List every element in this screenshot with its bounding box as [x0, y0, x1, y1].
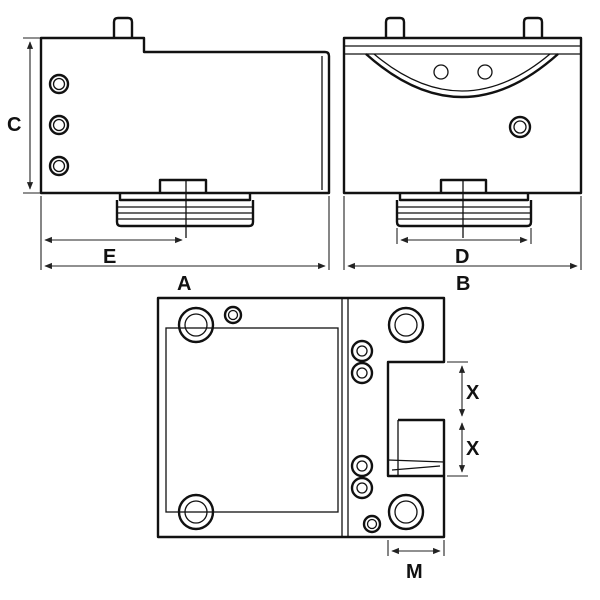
top-pin	[112, 16, 134, 38]
corner-hole-icon	[387, 493, 425, 531]
corner-hole-inner-icon	[184, 313, 208, 337]
corner-hole-icon	[387, 306, 425, 344]
small-hole-icon	[362, 514, 382, 534]
dimension-b: B	[343, 196, 582, 295]
side-shank-top	[398, 193, 530, 202]
corner-hole-icon	[177, 306, 215, 344]
corner-hole-inner-icon	[394, 500, 418, 524]
corner-hole-inner-icon	[394, 313, 418, 337]
dimension-label-d: D	[455, 246, 469, 268]
screw-inner-icon	[356, 367, 368, 379]
arc-recess-inner	[373, 53, 551, 92]
side-view	[342, 16, 583, 238]
small-hole-inner-icon	[227, 309, 239, 321]
hole-icon	[433, 64, 449, 80]
dimension-e: E	[40, 196, 183, 270]
dimension-x: X X	[447, 361, 480, 477]
notch-slot	[398, 418, 446, 476]
dimension-c: C	[7, 37, 40, 194]
hole-inner-icon	[513, 120, 527, 134]
screw-icon	[350, 339, 374, 363]
small-hole-inner-icon	[366, 518, 378, 530]
hole-icon	[477, 64, 493, 80]
plan-outline	[156, 296, 446, 539]
dimension-label-e: E	[103, 246, 116, 268]
arc-recess	[365, 53, 559, 99]
dimension-a: A	[44, 196, 330, 295]
hole-inner-icon	[52, 159, 66, 173]
dimension-label-x-lower: X	[466, 438, 480, 460]
hole-inner-icon	[52, 77, 66, 91]
side-shank	[395, 200, 533, 228]
front-shank	[115, 200, 255, 228]
screw-inner-icon	[356, 345, 368, 357]
side-body-outline	[342, 36, 583, 195]
hole-icon	[48, 155, 70, 177]
plan-recess	[165, 327, 339, 513]
corner-hole-icon	[177, 493, 215, 531]
front-view	[39, 16, 331, 238]
small-hole-icon	[223, 305, 243, 325]
dimension-label-b: B	[456, 273, 470, 295]
dimension-m: M	[387, 540, 445, 583]
dimension-label-x-upper: X	[466, 382, 480, 404]
side-pin-left	[384, 16, 406, 38]
front-body-outline	[39, 36, 331, 195]
side-holes	[48, 73, 70, 177]
notch-slot-line	[387, 459, 445, 463]
front-shank-top	[118, 193, 252, 202]
notch-slot-line	[391, 465, 441, 471]
corner-hole-inner-icon	[184, 500, 208, 524]
dimension-label-c: C	[7, 114, 21, 136]
screw-inner-icon	[356, 460, 368, 472]
screw-icon	[350, 476, 374, 500]
hole-icon	[48, 114, 70, 136]
hole-icon	[508, 115, 532, 139]
dimension-d: D	[396, 228, 532, 268]
side-pin-right	[522, 16, 544, 38]
front-boss	[158, 178, 208, 193]
screw-inner-icon	[356, 482, 368, 494]
dimension-label-m: M	[406, 561, 423, 583]
plan-view	[156, 296, 446, 539]
hole-icon	[48, 73, 70, 95]
screw-icon	[350, 454, 374, 478]
screw-icon	[350, 361, 374, 385]
hole-inner-icon	[52, 118, 66, 132]
dimension-label-a: A	[177, 273, 191, 295]
